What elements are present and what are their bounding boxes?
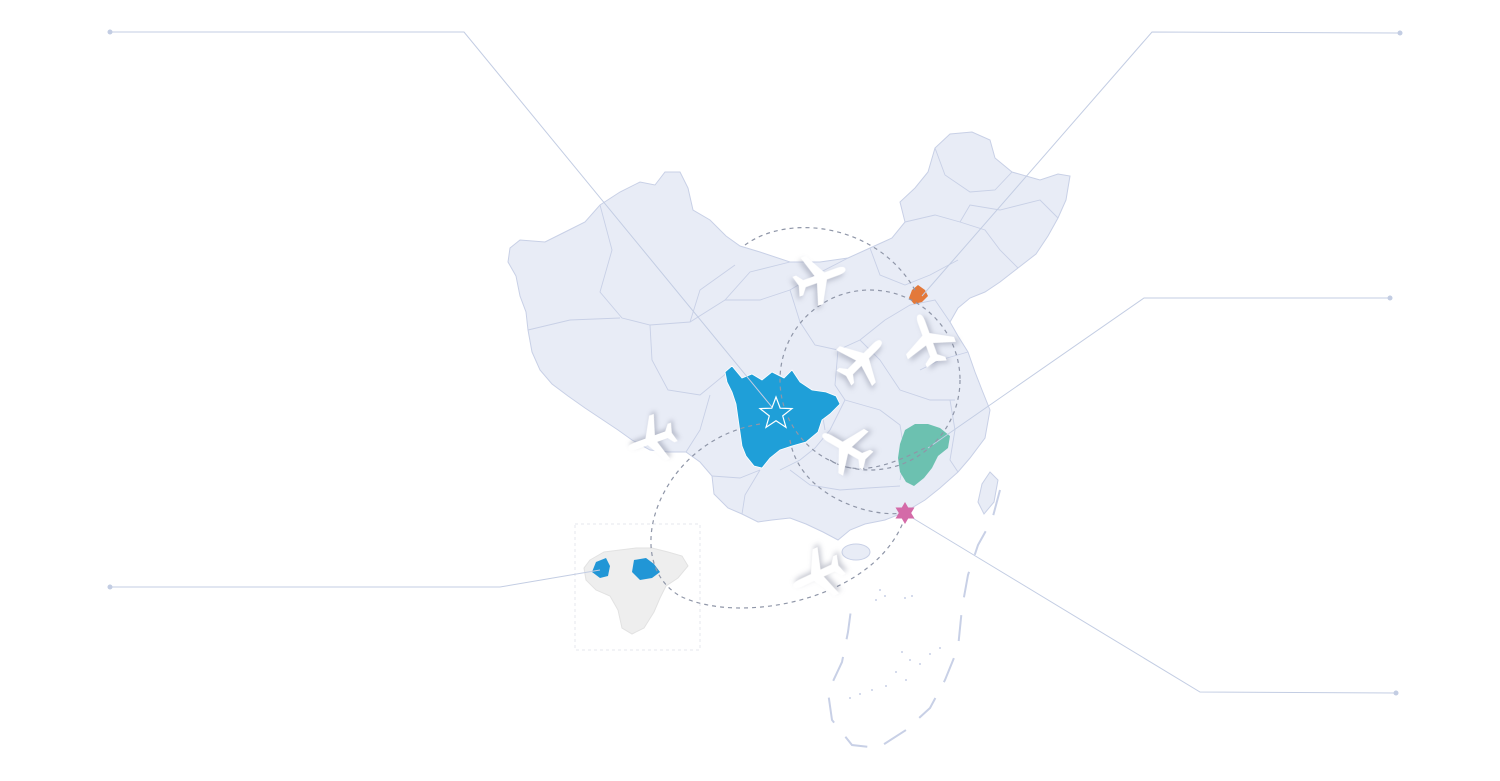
south-china-sea xyxy=(826,489,1001,750)
callout-line-africa xyxy=(110,569,601,588)
callout-dot-jiangxi xyxy=(1387,295,1393,301)
callout-dot-guangdong xyxy=(1393,690,1399,696)
callout-line-guangdong xyxy=(905,513,1397,694)
africa-inset-frame xyxy=(574,523,701,651)
callout-line-beijing xyxy=(921,31,1401,297)
callout-line-sichuan xyxy=(110,31,777,413)
callout-line-jiangxi xyxy=(927,297,1390,449)
callout-dot-sichuan xyxy=(107,29,113,35)
hainan-island xyxy=(841,543,871,561)
africa-inset xyxy=(574,523,701,651)
callout-dot-beijing xyxy=(1397,30,1403,36)
route-loop-center xyxy=(779,289,961,471)
ethiopia-highlight xyxy=(632,558,660,580)
beijing-highlight xyxy=(909,285,928,304)
route-arc-north xyxy=(744,227,917,293)
china-map xyxy=(507,131,1071,750)
mali-highlight xyxy=(592,558,610,578)
airplane-icon xyxy=(782,541,852,610)
africa-continent xyxy=(583,547,689,635)
route-loop-africa xyxy=(650,423,907,609)
taiwan-island xyxy=(977,471,999,515)
province-borders xyxy=(527,147,1059,515)
star-icon xyxy=(895,502,915,524)
callout-lines xyxy=(107,29,1403,696)
callout-dot-africa xyxy=(107,584,113,590)
star-icon xyxy=(758,395,794,429)
route-arc-south xyxy=(789,439,907,515)
